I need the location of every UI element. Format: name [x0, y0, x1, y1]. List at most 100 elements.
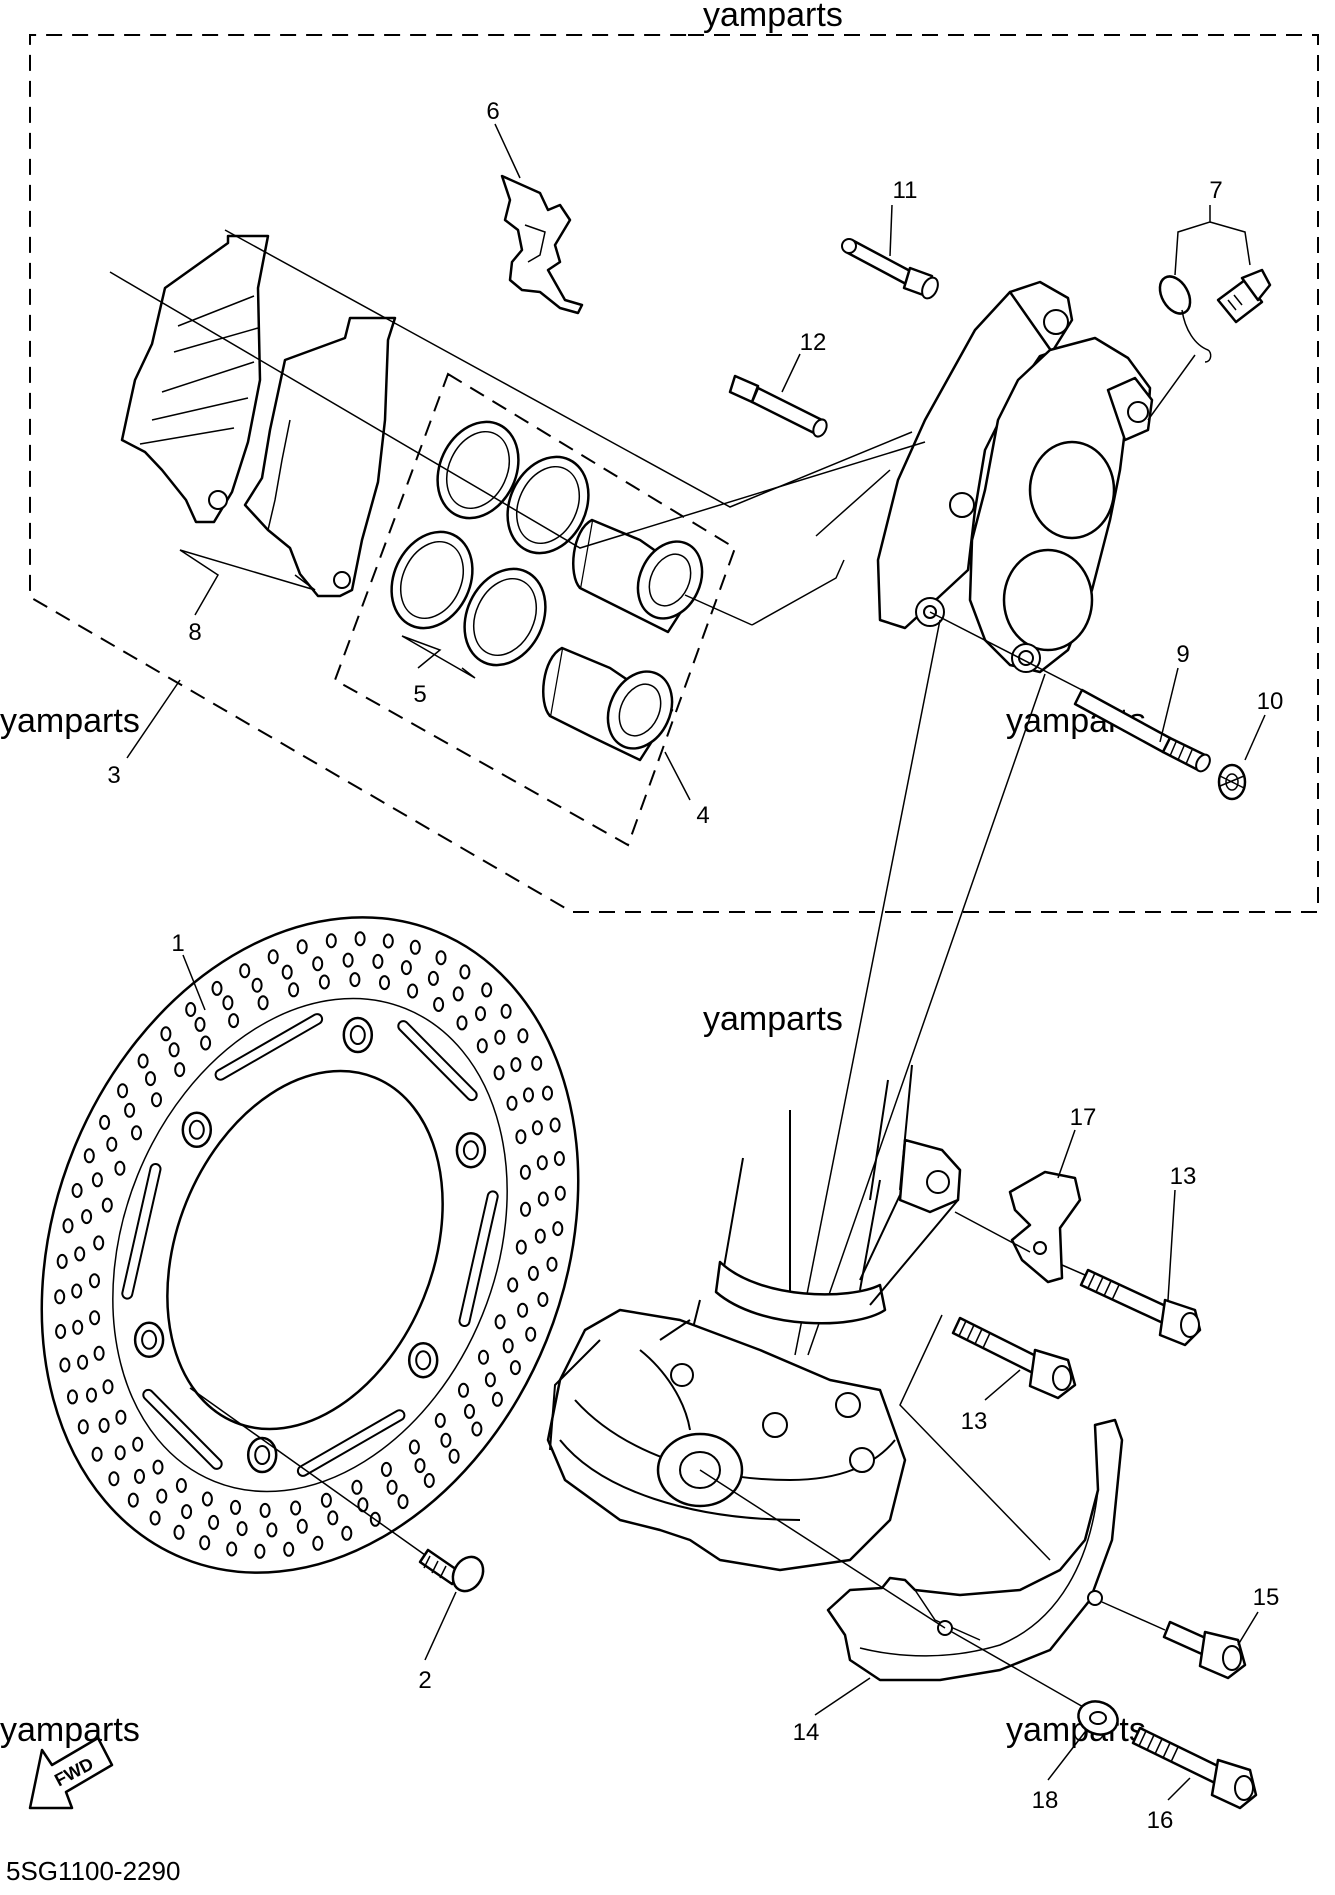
disc-vent-hole — [137, 1053, 149, 1069]
disc-vent-hole — [55, 1324, 67, 1339]
disc-vent-hole — [91, 1172, 103, 1188]
callout-18: 18 — [1032, 1787, 1059, 1814]
disc-vent-hole — [318, 974, 330, 990]
disc-vent-hole — [553, 1151, 565, 1166]
disc-vent-hole — [414, 1458, 426, 1474]
disc-vent-hole — [523, 1087, 534, 1103]
disc-vent-hole — [456, 1015, 468, 1031]
callout-15: 15 — [1253, 1584, 1280, 1611]
fwd-arrow-icon: FWD — [28, 1736, 114, 1810]
disc-slot — [144, 1390, 221, 1468]
disc-vent-hole — [515, 1129, 527, 1145]
disc-slot — [123, 1165, 160, 1298]
disc-vent-hole — [151, 1092, 162, 1108]
disc-vent-hole — [59, 1357, 71, 1373]
disc-vent-hole — [199, 1535, 211, 1551]
disc-vent-hole — [312, 956, 324, 972]
disc-vent-hole — [327, 1510, 339, 1526]
disc-vent-hole — [351, 1479, 363, 1495]
disc-vent-hole — [251, 977, 263, 993]
disc-vent-hole — [476, 1038, 488, 1054]
disc-vent-hole — [98, 1417, 110, 1433]
disc-vent-hole — [181, 1504, 193, 1520]
disc-bolt-hole — [415, 1350, 432, 1371]
disc-vent-hole — [281, 964, 293, 980]
disc-vent-hole — [372, 953, 384, 969]
disc-vent-hole — [475, 1006, 486, 1022]
watermark-left: yamparts — [0, 702, 140, 740]
disc-bolt-2 — [189, 1387, 485, 1593]
disc-vent-hole — [433, 997, 445, 1012]
disc-vent-hole — [194, 1016, 206, 1032]
disc-vent-hole — [114, 1160, 126, 1176]
bracket-17 — [954, 1170, 1082, 1284]
disc-vent-hole — [481, 982, 493, 998]
disc-vent-hole — [173, 1524, 185, 1540]
pad-spring — [500, 174, 584, 315]
bolt-16 — [1131, 1726, 1258, 1810]
disc-vent-hole — [127, 1492, 139, 1508]
pad-pin-12 — [728, 374, 828, 438]
bolt-13-lower — [899, 1314, 1077, 1561]
disc-vent-hole — [222, 995, 234, 1011]
disc-vent-hole — [507, 1277, 519, 1293]
disc-vent-hole — [62, 1218, 74, 1234]
disc-vent-hole — [312, 1535, 324, 1551]
disc-vent-hole — [106, 1136, 118, 1152]
callout-leaders — [126, 123, 1266, 1801]
disc-vent-hole — [175, 1478, 187, 1493]
disc-vent-hole — [494, 1029, 506, 1045]
disc-vent-hole — [124, 1102, 136, 1118]
disc-vent-hole — [108, 1471, 120, 1487]
exploded-leader-lines — [109, 229, 1196, 1356]
watermark-center: yamparts — [703, 1000, 843, 1038]
disc-vent-hole — [81, 1209, 93, 1225]
piston-seals — [390, 420, 590, 667]
disc-vent-hole — [554, 1185, 566, 1201]
caliper-bolt-9 — [1073, 688, 1211, 773]
disc-vent-hole — [341, 1525, 353, 1541]
disc-vent-hole — [168, 1042, 180, 1058]
callout-10: 10 — [1257, 688, 1284, 715]
disc-vent-hole — [409, 939, 421, 955]
caliper-assembly-boundary — [29, 34, 1319, 913]
disc-vent-hole — [459, 964, 471, 980]
callout-3: 3 — [107, 762, 120, 789]
disc-vent-hole — [149, 1510, 161, 1526]
disc-vent-hole — [448, 1448, 460, 1464]
disc-vent-hole — [494, 1314, 506, 1330]
disc-vent-hole — [407, 983, 419, 999]
disc-vent-hole — [408, 1439, 420, 1455]
disc-vent-hole — [325, 933, 337, 949]
disc-slot — [216, 1015, 322, 1079]
disc-vent-hole — [89, 1310, 101, 1326]
pistons — [542, 518, 704, 762]
disc-vent-hole — [520, 1201, 531, 1217]
disc-vent-hole — [266, 1522, 278, 1538]
disc-vent-hole — [99, 1114, 111, 1130]
disc-vent-hole — [506, 1095, 518, 1111]
callout-13-upper: 13 — [1170, 1163, 1197, 1190]
disc-vent-hole — [114, 1445, 126, 1461]
pad-pin-11 — [841, 238, 939, 300]
disc-slot — [460, 1192, 497, 1325]
disc-vent-hole — [93, 1345, 105, 1361]
callout-9: 9 — [1176, 641, 1189, 668]
disc-vent-hole — [397, 1494, 409, 1510]
disc-vent-hole — [174, 1062, 186, 1078]
disc-vent-hole — [201, 1491, 213, 1507]
disc-vent-hole — [517, 1028, 529, 1044]
front-fork-leg — [546, 1064, 962, 1572]
callout-7: 7 — [1209, 177, 1222, 204]
disc-vent-hole — [531, 1055, 543, 1071]
callout-6: 6 — [486, 98, 499, 125]
brake-pad-inner — [243, 316, 397, 598]
disc-bolt-hole — [188, 1119, 205, 1140]
callout-1: 1 — [171, 930, 184, 957]
caliper-body — [876, 280, 1154, 674]
disc-vent-hole — [101, 1197, 113, 1213]
disc-vent-hole — [382, 933, 394, 949]
disc-vent-hole — [236, 1521, 248, 1537]
disc-vent-hole — [132, 1436, 144, 1452]
